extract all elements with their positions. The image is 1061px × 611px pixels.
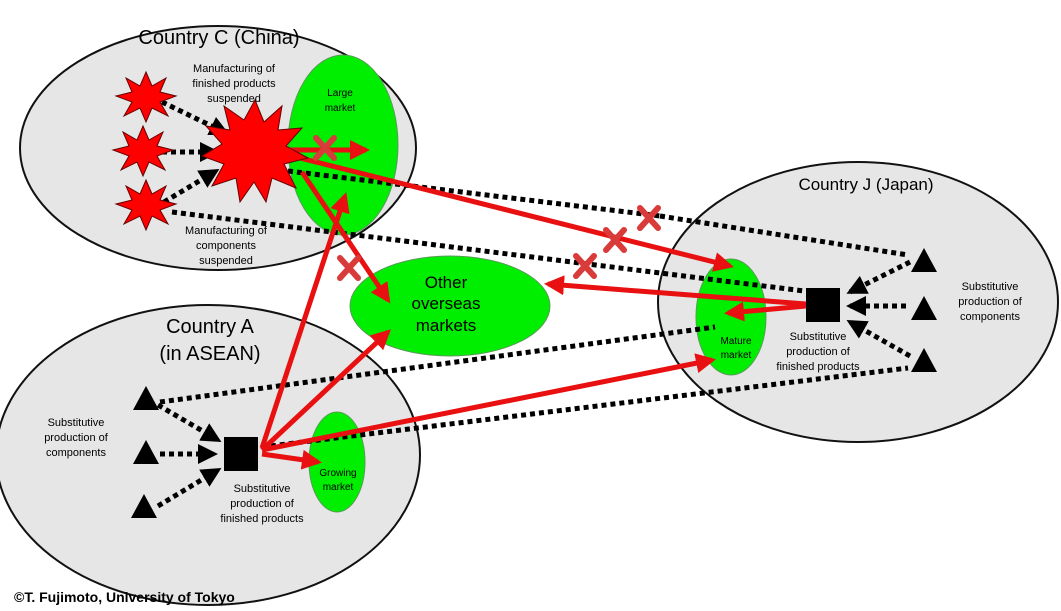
japan-finished-production-square-icon [806,288,840,322]
other-overseas-markets [349,255,551,357]
svg-text:components: components [196,240,256,252]
svg-text:finished products: finished products [192,78,276,90]
china-finished-label: Manufacturing of finished products suspe… [192,63,276,105]
disaster-star-icon [111,124,175,178]
svg-text:components: components [46,447,106,459]
large-market-label: Large market [325,88,356,114]
china-component-arrows [160,99,230,205]
disaster-star-icon [114,70,178,124]
svg-text:production of: production of [44,432,109,444]
country-j-title: Country J (Japan) [798,175,933,194]
disaster-star-large-icon [200,98,310,204]
triangle-icon [131,494,157,518]
svg-text:Large: Large [327,88,353,99]
asean-component-arrows [156,402,222,509]
triangle-icon [911,348,937,372]
blocked-mark [337,255,361,281]
svg-text:Substitutive: Substitutive [962,281,1019,293]
svg-text:Substitutive: Substitutive [234,483,291,495]
copyright-text: ©T. Fujimoto, University of Tokyo [14,589,235,605]
svg-text:overseas: overseas [412,294,481,313]
svg-text:Mature: Mature [720,336,752,347]
country-a-title-line1: Country A [166,316,254,338]
other-markets-label: Other overseas markets [412,273,481,335]
svg-text:Manufacturing of: Manufacturing of [193,63,276,75]
svg-text:Growing: Growing [319,468,356,479]
component-production-triangles [131,248,937,518]
svg-text:market: market [325,103,356,114]
japan-finished-label: Substitutive production of finished prod… [776,331,860,373]
svg-text:production of: production of [230,498,295,510]
svg-text:market: market [721,350,752,361]
disaster-star-icon [114,178,178,232]
disaster-stars [111,70,310,232]
blocked-mark [313,135,337,161]
svg-text:production of: production of [958,296,1023,308]
country-c-title: Country C (China) [138,27,299,49]
triangle-icon [911,296,937,320]
japan-component-arrows [846,259,912,359]
svg-text:finished products: finished products [776,361,860,373]
blocked-mark [603,227,627,253]
svg-text:Substitutive: Substitutive [48,417,105,429]
svg-text:production of: production of [786,346,851,358]
growing-market-label: Growing market [319,468,356,493]
asean-components-label: Substitutive production of components [44,417,109,459]
blocked-mark [573,253,597,279]
blocked-mark [637,205,661,231]
triangle-icon [911,248,937,272]
asean-finished-label: Substitutive production of finished prod… [220,483,304,525]
svg-text:Manufacturing of: Manufacturing of [185,225,268,237]
mature-market-label: Mature market [720,336,752,361]
china-components-label: Manufacturing of components suspended [185,225,268,267]
japan-components-label: Substitutive production of components [958,281,1023,323]
country-a-title-line2: (in ASEAN) [159,343,260,365]
blocked-markers [313,135,661,281]
svg-text:market: market [323,482,354,493]
svg-text:Other: Other [425,273,468,292]
asean-finished-production-square-icon [224,437,258,471]
dotted-supply-lines [159,168,909,450]
svg-text:suspended: suspended [199,255,253,267]
svg-text:suspended: suspended [207,93,261,105]
svg-text:markets: markets [416,316,476,335]
svg-text:finished products: finished products [220,513,304,525]
svg-text:components: components [960,311,1020,323]
svg-text:Substitutive: Substitutive [790,331,847,343]
triangle-icon [133,440,159,464]
triangle-icon [133,386,159,410]
